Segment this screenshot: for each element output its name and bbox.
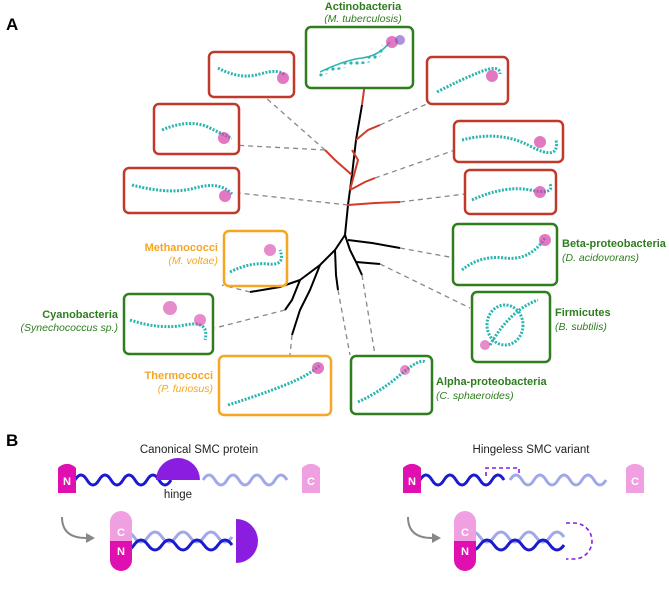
hinge-folded-canonical bbox=[236, 519, 258, 563]
species-methanococci: (M. voltae) bbox=[168, 255, 218, 267]
hinge-canonical bbox=[156, 458, 200, 480]
frame-beta-proteobacteria bbox=[451, 222, 559, 287]
missing-hinge-folded-outline bbox=[566, 522, 593, 560]
species-beta-proteobacteria: (D. acidovorans) bbox=[562, 252, 639, 264]
label-beta-proteobacteria: Beta-proteobacteria bbox=[562, 238, 667, 250]
canonical-title: Canonical SMC protein bbox=[140, 444, 258, 456]
label-cyanobacteria: Cyanobacteria bbox=[42, 309, 119, 321]
label-methanococci: Methanococci bbox=[145, 242, 218, 254]
c-label-folded-canonical: C bbox=[117, 527, 125, 539]
c-label-hingeless: C bbox=[631, 476, 639, 488]
n-label-folded-hingeless: N bbox=[461, 546, 469, 558]
c-domain-folded-hingeless bbox=[454, 511, 476, 541]
frame-cyanobacteria bbox=[122, 292, 215, 356]
frame-red-4 bbox=[452, 119, 565, 164]
hingeless-folded-protein: C N bbox=[454, 511, 593, 571]
frame-methanococci bbox=[222, 229, 289, 288]
c-domain-hingeless bbox=[626, 463, 644, 493]
frame-red-5 bbox=[122, 166, 241, 215]
fold-arrow-canonical bbox=[61, 516, 87, 539]
c-label-folded-hingeless: C bbox=[461, 527, 469, 539]
panel-a-label: A bbox=[6, 15, 18, 34]
fold-arrowhead-canonical bbox=[86, 533, 95, 543]
species-alpha-proteobacteria: (C. sphaeroides) bbox=[436, 390, 514, 402]
hingeless-linear-protein: N C bbox=[403, 463, 644, 493]
species-cyanobacteria: (Synechococcus sp.) bbox=[21, 322, 118, 334]
frame-firmicutes bbox=[470, 290, 552, 364]
canonical-folded-protein: C N bbox=[110, 511, 258, 571]
label-thermococci: Thermococci bbox=[145, 370, 213, 382]
n-domain-folded-hingeless bbox=[454, 541, 476, 571]
fold-arrowhead-hingeless bbox=[432, 533, 441, 543]
frame-actinobacteria bbox=[304, 25, 415, 90]
frame-red-3 bbox=[152, 102, 241, 156]
frame-alpha-proteobacteria bbox=[349, 354, 434, 416]
frame-red-1 bbox=[207, 50, 296, 99]
label-alpha-proteobacteria: Alpha-proteobacteria bbox=[436, 376, 548, 388]
label-firmicutes: Firmicutes bbox=[555, 307, 611, 319]
species-actinobacteria: (M. tuberculosis) bbox=[324, 13, 402, 25]
n-label-hingeless: N bbox=[408, 476, 416, 488]
c-label-canonical: C bbox=[307, 476, 315, 488]
panel-b-label: B bbox=[6, 431, 18, 450]
hingeless-title: Hingeless SMC variant bbox=[473, 444, 591, 456]
n-label-canonical: N bbox=[63, 476, 71, 488]
missing-hinge-outline bbox=[485, 467, 520, 476]
frame-thermococci bbox=[217, 354, 333, 417]
canonical-linear-protein: N hinge C bbox=[58, 458, 320, 501]
n-domain-folded-canonical bbox=[110, 541, 132, 571]
phylogenetic-tree bbox=[249, 74, 401, 336]
n-domain-hingeless bbox=[403, 463, 421, 493]
species-thermococci: (P. furiosus) bbox=[158, 383, 213, 395]
n-label-folded-canonical: N bbox=[117, 546, 125, 558]
species-firmicutes: (B. subtilis) bbox=[555, 321, 607, 333]
label-actinobacteria: Actinobacteria bbox=[325, 1, 402, 13]
c-domain-folded-canonical bbox=[110, 511, 132, 541]
c-domain-canonical bbox=[302, 463, 320, 493]
fold-arrow-hingeless bbox=[407, 516, 433, 539]
hinge-label: hinge bbox=[164, 489, 192, 501]
n-domain-canonical bbox=[58, 463, 76, 493]
frame-red-6 bbox=[463, 168, 558, 216]
frame-red-2 bbox=[425, 55, 510, 106]
